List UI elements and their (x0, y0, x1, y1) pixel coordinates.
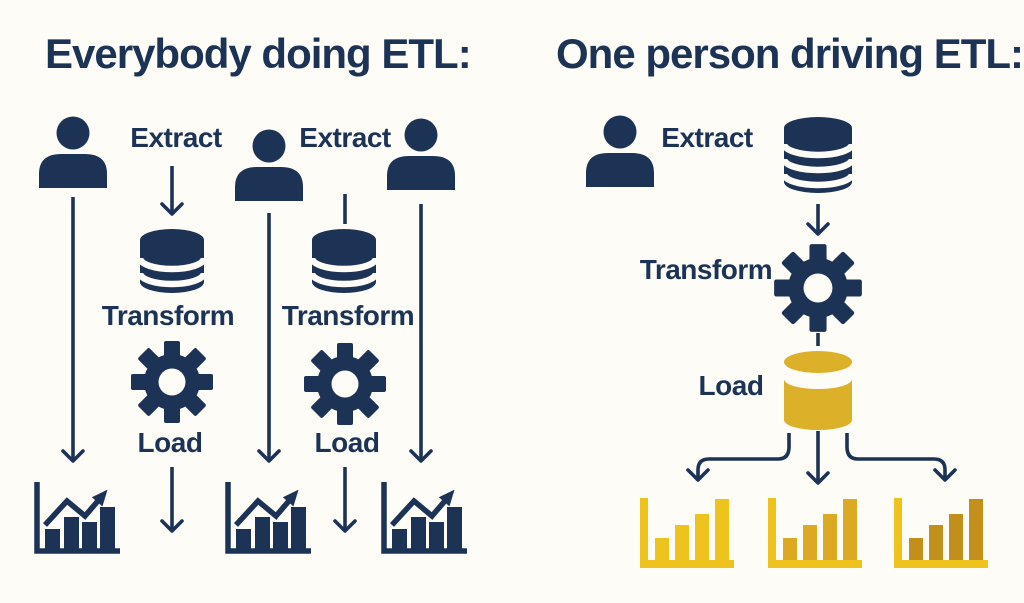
database-icon (784, 117, 852, 193)
gear-icon (131, 341, 213, 423)
bar-chart-icon (898, 498, 988, 564)
right-panel-title: One person driving ETL: (556, 30, 1024, 77)
person-icon (39, 116, 107, 188)
extract-label: Extract (661, 122, 753, 153)
load-label: Load (137, 427, 203, 458)
load-label: Load (698, 370, 764, 401)
bar-chart-icon (772, 498, 862, 564)
fanout-arrow-right (845, 433, 957, 482)
extract-label: Extract (130, 122, 222, 153)
database-icon (312, 229, 376, 293)
person-icon (387, 118, 455, 190)
left-panel-title: Everybody doing ETL: (45, 30, 472, 77)
fanout-arrow-left (686, 433, 791, 482)
extract-label: Extract (299, 122, 391, 153)
bar-chart-icon (228, 482, 311, 551)
load-cylinder-icon (784, 351, 852, 430)
gear-icon (774, 244, 862, 332)
bar-chart-icon (37, 482, 120, 551)
person-icon (586, 115, 654, 187)
transform-label: Transform (101, 300, 235, 331)
transform-label: Transform (639, 254, 773, 285)
load-label: Load (314, 427, 380, 458)
database-icon (140, 229, 204, 293)
person-icon (235, 129, 303, 201)
bar-chart-icon (644, 498, 734, 564)
gear-icon (304, 343, 386, 425)
bar-chart-icon (384, 482, 467, 551)
transform-label: Transform (281, 300, 415, 331)
